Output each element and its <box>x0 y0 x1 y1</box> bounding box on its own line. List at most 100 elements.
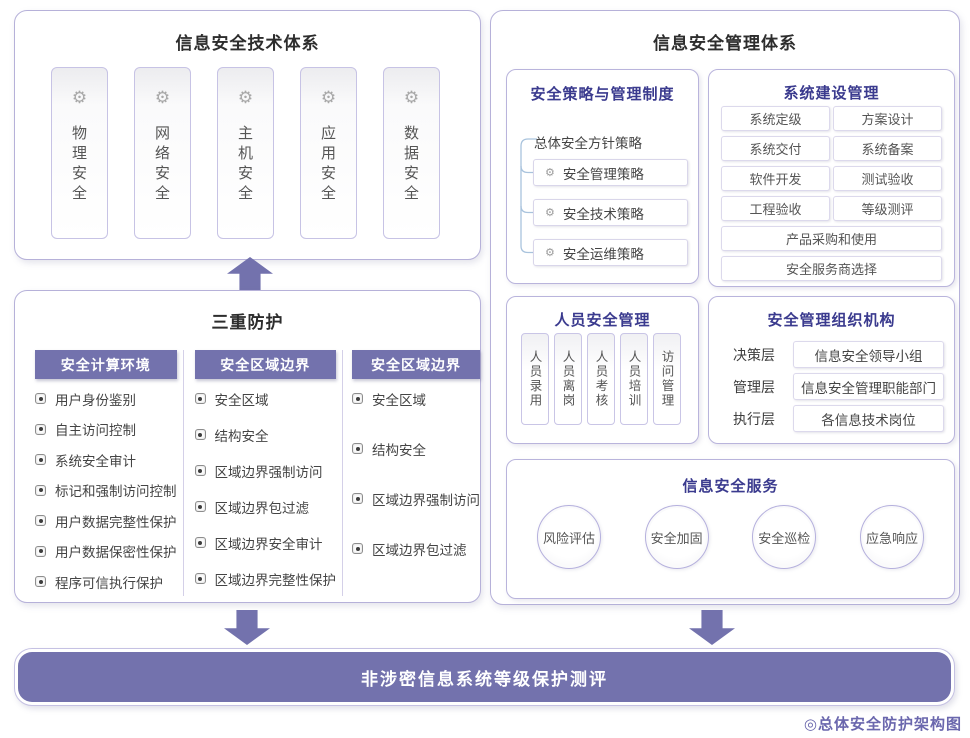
radio-bullet-icon <box>352 493 363 504</box>
list-item-label: 区域边界包过滤 <box>214 500 310 517</box>
tech-card-label: 物理安全 <box>70 125 88 205</box>
column-list: 安全区域 结构安全 区域边界强制访问 区域边界包过滤 <box>352 388 480 588</box>
radio-bullet-icon <box>194 501 206 512</box>
list-item: 区域边界强制访问 <box>194 460 337 481</box>
mgmt-system-title: 信息安全管理体系 <box>653 34 797 54</box>
tech-card-label: 主机安全 <box>236 125 254 205</box>
list-item: 安全区域 <box>194 388 337 409</box>
radio-bullet-icon <box>352 443 363 454</box>
list-item-label: 用户身份鉴别 <box>55 392 136 409</box>
build-cell: 软件开发 <box>721 166 830 191</box>
build-cell: 工程验收 <box>721 196 830 221</box>
bottom-banner: 非涉密信息系统等级保护测评 <box>14 648 955 706</box>
org-row-label: 管理层 <box>733 379 775 396</box>
list-item: 结构安全 <box>352 438 480 459</box>
build-cell: 等级测评 <box>833 196 942 221</box>
services-title: 信息安全服务 <box>682 477 779 495</box>
list-item: 结构安全 <box>194 424 337 445</box>
personnel-card: 访问管理 <box>653 333 681 425</box>
org-row: 管理层 信息安全管理职能部门 <box>733 373 944 400</box>
personnel-title: 人员安全管理 <box>554 311 651 329</box>
org-row-label: 执行层 <box>733 411 775 428</box>
radio-bullet-icon <box>35 545 46 557</box>
personnel-card: 人员离岗 <box>554 333 582 425</box>
radio-bullet-icon <box>35 484 46 496</box>
column-header: 安全计算环境 <box>35 350 177 379</box>
list-item: 区域边界安全审计 <box>194 532 337 553</box>
radio-bullet-icon <box>35 393 46 404</box>
policy-title: 安全策略与管理制度 <box>530 85 675 103</box>
gear-icon: ⚙ <box>320 88 337 108</box>
tech-system-panel: 信息安全技术体系 ⚙ 物理安全 ⚙ 网络安全 ⚙ 主机安全 ⚙ 应用安全 ⚙ 数… <box>14 10 481 260</box>
triple-protection-title: 三重防护 <box>211 313 284 333</box>
radio-bullet-icon <box>35 454 46 465</box>
bottom-banner-label: 非涉密信息系统等级保护测评 <box>18 652 951 702</box>
service-circle: 安全巡检 <box>752 505 817 569</box>
column-area-boundary-1: 安全区域边界 安全区域 结构安全 区域边界强制访问 区域边界包过滤 区域边界安全… <box>182 350 343 596</box>
list-item: 区域边界完整性保护 <box>194 568 337 589</box>
list-item: 区域边界强制访问 <box>352 488 480 509</box>
list-item-label: 区域边界完整性保护 <box>214 572 337 589</box>
personnel-card-label: 人员离岗 <box>560 350 576 408</box>
services-subpanel: 信息安全服务 风险评估 安全加固 安全巡检 应急响应 <box>506 459 955 599</box>
arrow-down-icon <box>224 610 270 645</box>
org-row-value: 各信息技术岗位 <box>793 405 944 432</box>
policy-item: ⚙ 安全技术策略 <box>533 199 688 226</box>
build-cell: 系统交付 <box>721 136 830 161</box>
org-row-value: 信息安全领导小组 <box>793 341 944 368</box>
list-item-label: 用户数据保密性保护 <box>55 545 177 561</box>
tech-card-network: ⚙ 网络安全 <box>134 67 191 239</box>
org-subpanel: 安全管理组织机构 决策层 信息安全领导小组 管理层 信息安全管理职能部门 执行层… <box>708 296 955 444</box>
build-grid: 系统定级 方案设计 系统交付 系统备案 软件开发 测试验收 工程验收 等级测评 … <box>721 106 942 286</box>
list-item-label: 系统安全审计 <box>55 453 136 470</box>
policy-item: ⚙ 安全管理策略 <box>533 159 688 186</box>
tech-card-label: 应用安全 <box>319 125 337 205</box>
services-row: 风险评估 安全加固 安全巡检 应急响应 <box>537 505 924 569</box>
radio-bullet-icon <box>194 393 206 404</box>
list-item: 程序可信执行保护 <box>35 571 177 592</box>
list-item: 区域边界包过滤 <box>194 496 337 517</box>
build-mgmt-subpanel: 系统建设管理 系统定级 方案设计 系统交付 系统备案 软件开发 测试验收 工程验… <box>708 69 955 287</box>
personnel-card-label: 人员培训 <box>626 350 642 408</box>
build-cell: 方案设计 <box>833 106 942 131</box>
tech-card-label: 网络安全 <box>153 125 171 205</box>
list-item: 用户数据完整性保护 <box>35 510 177 531</box>
list-item-label: 区域边界强制访问 <box>372 492 480 509</box>
list-item-label: 区域边界安全审计 <box>214 536 323 553</box>
personnel-card: 人员培训 <box>620 333 648 425</box>
tech-card-data: ⚙ 数据安全 <box>383 67 440 239</box>
radio-bullet-icon <box>194 429 206 440</box>
tech-card-label: 数据安全 <box>402 125 420 205</box>
triple-protection-panel: 三重防护 安全计算环境 用户身份鉴别 自主访问控制 系统安全审计 标记和强制访问… <box>14 290 481 603</box>
gear-icon: ⚙ <box>545 206 555 219</box>
diagram-caption: ◎总体安全防护架构图 <box>803 715 962 733</box>
list-item: 用户数据保密性保护 <box>35 541 177 562</box>
radio-bullet-icon <box>35 515 46 526</box>
radio-bullet-icon <box>194 537 206 548</box>
org-row-label: 决策层 <box>733 347 775 364</box>
policy-item-label: 安全技术策略 <box>562 206 644 223</box>
list-item-label: 标记和强制访问控制 <box>55 484 177 500</box>
service-circle: 风险评估 <box>537 505 601 569</box>
mgmt-system-panel: 信息安全管理体系 安全策略与管理制度 总体安全方针策略 ⚙ 安全管理策略 ⚙ 安… <box>490 10 960 605</box>
triple-columns: 安全计算环境 用户身份鉴别 自主访问控制 系统安全审计 标记和强制访问控制 用户… <box>35 350 480 596</box>
list-item: 系统安全审计 <box>35 449 177 470</box>
org-row: 执行层 各信息技术岗位 <box>733 405 944 432</box>
org-row-value: 信息安全管理职能部门 <box>793 373 944 400</box>
personnel-card-label: 访问管理 <box>659 350 675 408</box>
build-cell: 系统定级 <box>721 106 830 131</box>
gear-icon: ⚙ <box>237 88 254 108</box>
list-item-label: 结构安全 <box>372 442 426 459</box>
policy-item-label: 安全管理策略 <box>562 166 644 183</box>
gear-icon: ⚙ <box>71 88 88 108</box>
personnel-card: 人员考核 <box>587 333 615 425</box>
list-item-label: 结构安全 <box>214 428 269 445</box>
list-item-label: 区域边界包过滤 <box>372 542 467 559</box>
radio-bullet-icon <box>194 465 206 476</box>
personnel-cards: 人员录用 人员离岗 人员考核 人员培训 访问管理 <box>521 333 681 425</box>
list-item-label: 自主访问控制 <box>55 423 136 439</box>
arrow-up-icon <box>227 257 273 292</box>
list-item-label: 区域边界强制访问 <box>214 464 323 481</box>
arrow-down-icon <box>689 610 735 645</box>
gear-icon: ⚙ <box>545 166 555 179</box>
